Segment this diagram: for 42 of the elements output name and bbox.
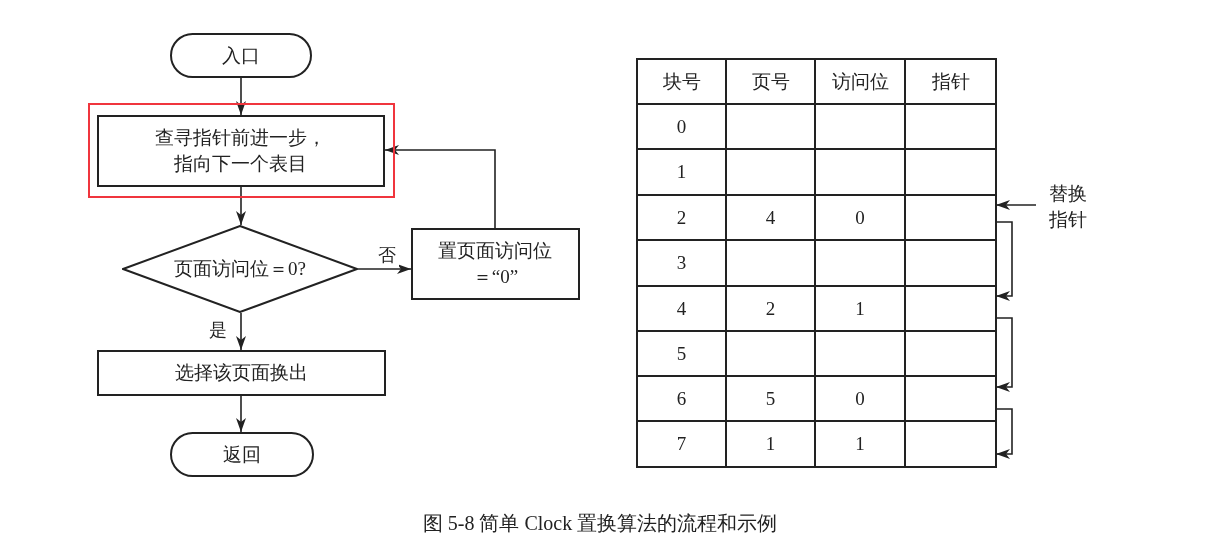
cell-value: 4 xyxy=(676,296,687,321)
pointer-cell xyxy=(904,375,997,422)
arrow xyxy=(236,186,246,226)
cell-value: 0 xyxy=(855,205,865,230)
column-header: 块号 xyxy=(662,69,701,94)
cell-value: 3 xyxy=(676,251,687,276)
cell-value: 5 xyxy=(676,341,687,366)
pointer-label: 替换指针 xyxy=(1036,180,1100,234)
cell-value: 4 xyxy=(765,205,776,230)
pointer-cell xyxy=(904,194,997,241)
column-header: 指针 xyxy=(931,69,970,94)
cell-value: 1 xyxy=(765,432,776,457)
cell-value: 1 xyxy=(855,432,865,457)
cell-value: 0 xyxy=(855,386,865,411)
arrow xyxy=(236,395,246,433)
process-box: 选择该页面换出 xyxy=(97,350,386,396)
terminal-box: 返回 xyxy=(170,432,314,477)
column-header: 访问位 xyxy=(831,69,889,94)
arrow xyxy=(236,312,246,351)
cell-value: 5 xyxy=(765,386,776,411)
arrow xyxy=(384,145,496,229)
cell-value: 7 xyxy=(676,432,687,457)
arrow xyxy=(357,264,412,274)
pointer-cell xyxy=(904,285,997,332)
cell-value: 1 xyxy=(676,160,687,185)
column-header: 页号 xyxy=(751,69,790,94)
cell-value: 6 xyxy=(676,386,687,411)
process-box: 查寻指针前进一步，指向下一个表目 xyxy=(97,115,385,187)
process-box: 置页面访问位＝“0” xyxy=(411,228,580,300)
cell-value: 0 xyxy=(676,114,687,139)
cell-value: 2 xyxy=(765,296,776,321)
cell-value: 2 xyxy=(676,205,687,230)
figure-caption: 图 5-8 简单 Clock 置换算法的流程和示例 xyxy=(421,510,779,536)
arrow xyxy=(995,200,1037,210)
arrow xyxy=(236,77,246,116)
pointer-cell xyxy=(904,420,997,468)
arrow xyxy=(995,221,1013,301)
decision-diamond: 页面访问位＝0? xyxy=(122,225,358,313)
cell-value: 1 xyxy=(855,296,865,321)
arrow xyxy=(995,408,1013,459)
terminal-box: 入口 xyxy=(170,33,312,78)
arrow xyxy=(995,317,1013,392)
